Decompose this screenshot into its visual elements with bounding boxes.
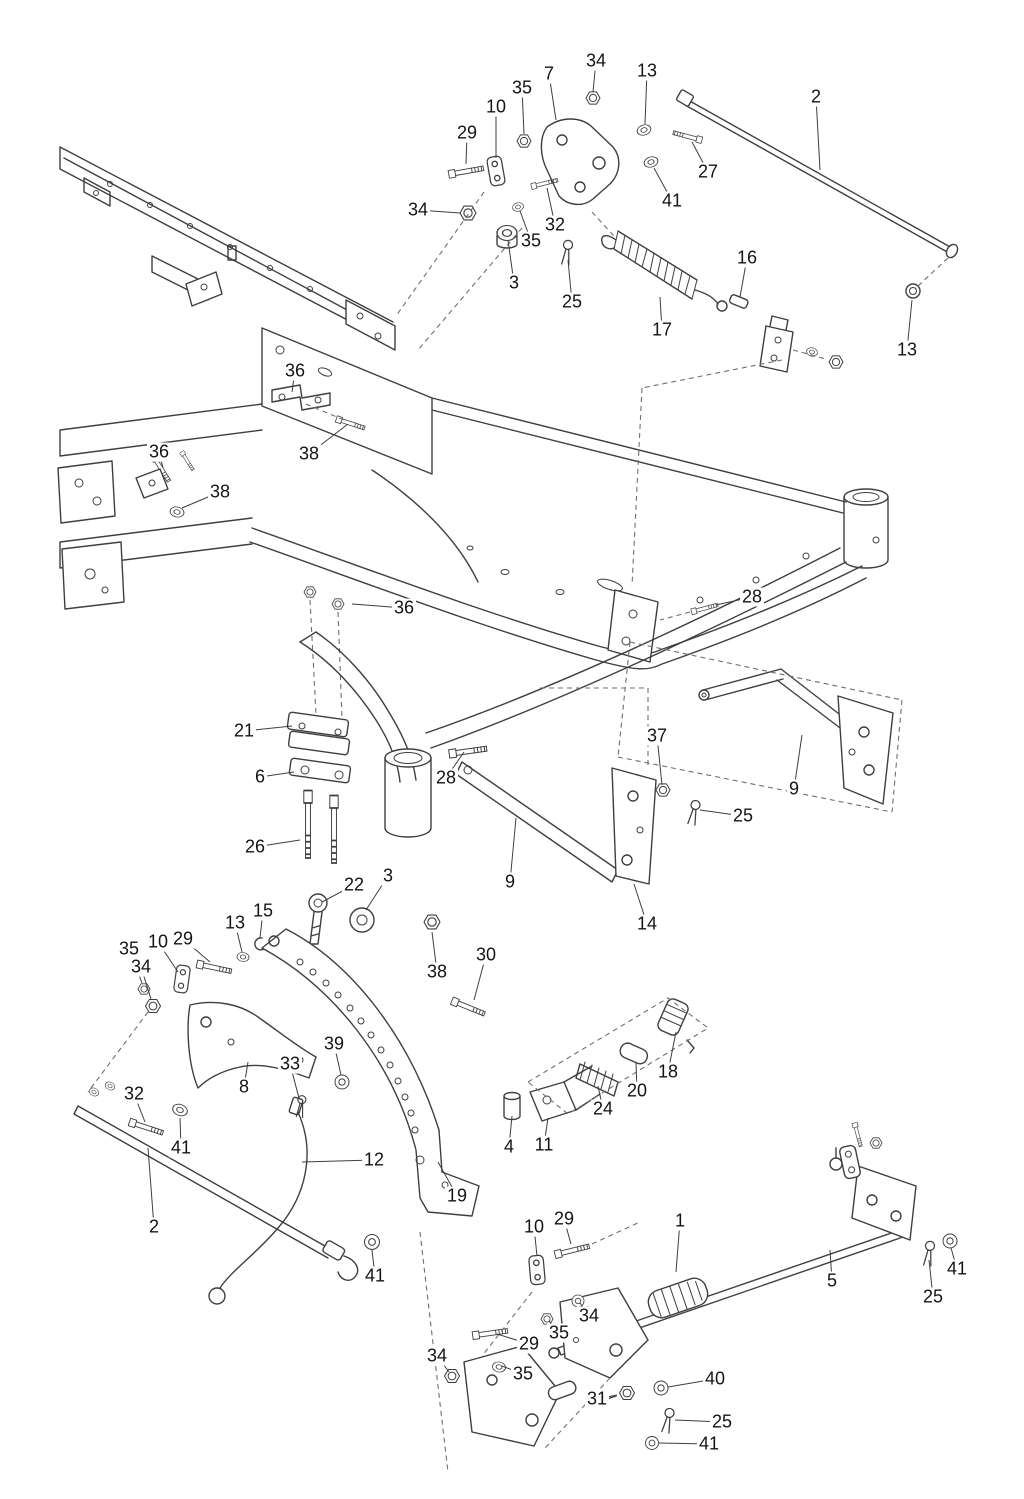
part-number-callout: 25 xyxy=(730,805,756,826)
part-number-callout: 3 xyxy=(380,865,396,886)
part-number-callout: 36 xyxy=(391,597,417,618)
part-number-callout: 35 xyxy=(546,1322,572,1343)
part-number-callout: 13 xyxy=(634,60,660,81)
part-number-callout: 34 xyxy=(128,956,154,977)
part-number-callout: 40 xyxy=(702,1368,728,1389)
part-number-callout: 6 xyxy=(252,766,268,787)
part-number-callout: 4 xyxy=(501,1136,517,1157)
part-number-callout: 15 xyxy=(250,900,276,921)
part-number-callout: 12 xyxy=(361,1149,387,1170)
part-number-callout: 41 xyxy=(168,1137,194,1158)
part-number-callout: 34 xyxy=(424,1345,450,1366)
part-number-callout: 14 xyxy=(634,913,660,934)
part-number-callout: 9 xyxy=(786,778,802,799)
part-number-callout: 10 xyxy=(483,96,509,117)
part-number-callout: 38 xyxy=(207,481,233,502)
part-number-callout: 33 xyxy=(277,1053,303,1074)
part-number-callout: 2 xyxy=(808,86,824,107)
part-number-callout: 21 xyxy=(231,720,257,741)
part-number-callout: 41 xyxy=(944,1258,970,1279)
part-number-callout: 41 xyxy=(659,190,685,211)
part-number-callout: 34 xyxy=(405,199,431,220)
part-number-callout: 13 xyxy=(222,912,248,933)
part-number-callout: 29 xyxy=(551,1208,577,1229)
rod-and-cable-group xyxy=(73,1011,381,1305)
part-number-callout: 34 xyxy=(576,1305,602,1326)
callout-leader-line xyxy=(147,1147,155,1228)
axle-group xyxy=(548,1121,958,1359)
part-number-callout: 38 xyxy=(296,443,322,464)
bottom-bracket-group xyxy=(419,1221,676,1473)
part-number-callout: 16 xyxy=(734,247,760,268)
top-linkage-group xyxy=(395,91,704,351)
part-number-callout: 31 xyxy=(584,1388,610,1409)
part-number-callout: 26 xyxy=(242,836,268,857)
suspension-arm-left-group xyxy=(448,687,702,885)
part-number-callout: 19 xyxy=(444,1185,470,1206)
part-number-callout: 5 xyxy=(824,1270,840,1291)
callout-leader-line xyxy=(509,817,517,883)
part-number-callout: 38 xyxy=(424,961,450,982)
part-number-callout: 32 xyxy=(542,214,568,235)
part-number-callout: 13 xyxy=(894,339,920,360)
suspension-bracket-right-group xyxy=(617,641,903,813)
frame-assembly xyxy=(57,146,889,838)
part-number-callout: 20 xyxy=(624,1080,650,1101)
part-number-callout: 17 xyxy=(649,319,675,340)
part-number-callout: 25 xyxy=(559,291,585,312)
part-number-callout: 35 xyxy=(509,77,535,98)
part-number-callout: 28 xyxy=(433,767,459,788)
part-number-callout: 36 xyxy=(146,441,172,462)
part-number-callout: 32 xyxy=(121,1083,147,1104)
part-number-callout: 29 xyxy=(454,122,480,143)
part-number-callout: 29 xyxy=(170,928,196,949)
mount-plate-group xyxy=(286,711,352,864)
part-number-callout: 18 xyxy=(655,1061,681,1082)
part-number-callout: 41 xyxy=(362,1265,388,1286)
part-number-callout: 10 xyxy=(145,931,171,952)
part-number-callout: 7 xyxy=(541,63,557,84)
part-number-callout: 29 xyxy=(516,1333,542,1354)
callout-leader-line xyxy=(815,96,821,171)
part-number-callout: 35 xyxy=(116,938,142,959)
part-number-callout: 37 xyxy=(644,725,670,746)
part-number-callout: 1 xyxy=(672,1210,688,1231)
mid-linkage-group xyxy=(137,893,487,1119)
part-number-callout: 35 xyxy=(510,1363,536,1384)
part-number-callout: 25 xyxy=(920,1286,946,1307)
part-number-callout: 11 xyxy=(532,1134,556,1155)
part-number-callout: 24 xyxy=(590,1098,616,1119)
part-number-callout: 3 xyxy=(506,272,522,293)
part-number-callout: 27 xyxy=(695,161,721,182)
part-number-callout: 28 xyxy=(739,586,765,607)
part-number-callout: 41 xyxy=(696,1433,722,1454)
tension-spring-group xyxy=(601,230,844,587)
stabilizer-rod-top xyxy=(675,89,959,299)
part-number-callout: 8 xyxy=(236,1076,252,1097)
part-number-callout: 36 xyxy=(282,360,308,381)
part-number-callout: 2 xyxy=(146,1216,162,1237)
part-number-callout: 25 xyxy=(709,1411,735,1432)
part-number-callout: 9 xyxy=(502,871,518,892)
part-number-callout: 22 xyxy=(341,874,367,895)
part-number-callout: 35 xyxy=(518,230,544,251)
part-number-callout: 10 xyxy=(521,1216,547,1237)
part-number-callout: 34 xyxy=(583,50,609,71)
part-number-callout: 39 xyxy=(321,1033,347,1054)
control-latch-group xyxy=(503,997,709,1122)
part-number-callout: 30 xyxy=(473,944,499,965)
